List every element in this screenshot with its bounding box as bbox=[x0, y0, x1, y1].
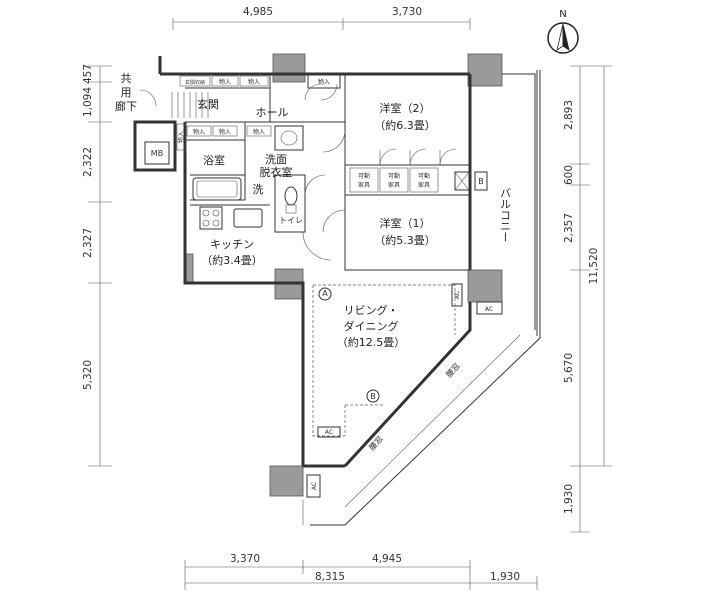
furniture-box-3 bbox=[409, 167, 439, 193]
western-room-1-size: （約5.3畳） bbox=[374, 233, 436, 247]
ac-label-balcony: AC bbox=[485, 306, 493, 313]
marker-a bbox=[318, 287, 332, 301]
marker-b bbox=[366, 389, 380, 403]
living-label-2: ダイニング bbox=[344, 319, 399, 333]
storage-box-mid-2 bbox=[212, 125, 238, 137]
living-label-1: リビング・ bbox=[344, 303, 399, 317]
mb-box bbox=[144, 141, 170, 165]
balcony bbox=[302, 70, 541, 526]
dim-right-5: 1,930 bbox=[563, 484, 575, 514]
furniture-box-2 bbox=[379, 167, 409, 193]
dim-top-1: 4,985 bbox=[243, 6, 273, 18]
corridor-label-2: 用 bbox=[121, 86, 132, 99]
dim-right-3: 2,357 bbox=[563, 213, 575, 243]
dim-left-1: 457 bbox=[82, 64, 94, 84]
living-room-outline bbox=[312, 284, 456, 437]
water-heater-icon bbox=[454, 171, 470, 191]
marker-a-label: A bbox=[322, 289, 328, 298]
storage-label-top-3: 物入 bbox=[248, 78, 260, 86]
dim-left-4: 2,327 bbox=[82, 228, 94, 258]
dim-left-3: 2,322 bbox=[82, 147, 94, 177]
furniture-box-1 bbox=[349, 167, 379, 193]
dim-right-4: 5,670 bbox=[563, 353, 575, 383]
furniture-2-bottom: 家具 bbox=[388, 181, 400, 189]
marker-b-label: B bbox=[370, 392, 376, 401]
storage-label-mid-3: 物入 bbox=[253, 128, 265, 136]
bathtub-icon bbox=[192, 177, 242, 201]
b-label: B bbox=[478, 177, 484, 186]
dim-bottom-1: 3,370 bbox=[230, 553, 260, 565]
ac-label-living-top: AC bbox=[454, 291, 461, 299]
dim-top-2: 3,730 bbox=[392, 6, 422, 18]
entrance-floor-pattern bbox=[171, 92, 209, 118]
north-compass-icon bbox=[547, 22, 579, 54]
dim-bottom-4: 1,930 bbox=[490, 571, 520, 583]
toilet-label: トイレ bbox=[279, 216, 303, 225]
ac-label-lower: AC bbox=[311, 482, 318, 490]
hall-label: ホール bbox=[256, 106, 289, 119]
balcony-label: バルコニー bbox=[499, 188, 512, 243]
storage-box-mid-3 bbox=[246, 125, 272, 137]
entrance-label: 玄関 bbox=[197, 97, 219, 111]
storage-label-side: 物入 bbox=[177, 131, 185, 143]
doors bbox=[139, 83, 457, 261]
furniture-1-bottom: 家具 bbox=[358, 181, 370, 189]
interior-walls bbox=[184, 73, 470, 271]
window-label-2: 腰窓 bbox=[367, 434, 385, 453]
storage-box-side bbox=[176, 123, 187, 151]
kitchen-size: （約3.4畳） bbox=[201, 253, 263, 267]
storage-box-mid-1 bbox=[186, 125, 212, 137]
storage-box-top-1 bbox=[179, 75, 211, 87]
ac-box-living-bottom bbox=[317, 426, 341, 438]
storage-label-top-4: 物入 bbox=[318, 78, 330, 86]
living-size: （約12.5畳） bbox=[337, 335, 406, 349]
furniture-1-top: 可動 bbox=[358, 172, 370, 180]
storage-label-mid-1: 物入 bbox=[193, 128, 205, 136]
corridor-label-1: 共 bbox=[121, 72, 132, 85]
ac-box-balcony bbox=[476, 301, 503, 315]
storage-label-top-2: 物入 bbox=[219, 78, 231, 86]
storage-box-top-2 bbox=[211, 75, 239, 87]
bath-label: 浴室 bbox=[203, 153, 225, 167]
outer-walls bbox=[133, 56, 472, 468]
kitchen-name: キッチン bbox=[210, 238, 254, 251]
toilet-icon bbox=[284, 186, 298, 214]
dimension-lines bbox=[88, 18, 612, 590]
ac-box-lower bbox=[306, 474, 321, 498]
ac-label-living-bottom: AC bbox=[325, 429, 333, 436]
structural-walls bbox=[184, 53, 503, 497]
dim-bottom-2: 4,945 bbox=[372, 553, 402, 565]
window-label-1: 腰窓 bbox=[444, 361, 462, 380]
dim-left-5: 5,320 bbox=[82, 360, 94, 390]
washbasin-icon bbox=[274, 125, 304, 151]
kitchen-sink-icon bbox=[233, 208, 263, 228]
washroom-label-2: 脱衣室 bbox=[260, 165, 293, 179]
wash-label: 洗 bbox=[253, 183, 264, 196]
dim-bottom-3: 8,315 bbox=[315, 571, 345, 583]
corridor-label-3: 廊下 bbox=[115, 99, 137, 113]
western-room-1-name: 洋室（1） bbox=[380, 216, 431, 230]
dim-right-1: 2,893 bbox=[563, 100, 575, 130]
furniture-3-top: 可動 bbox=[418, 172, 430, 180]
storage-box-top-3 bbox=[239, 75, 269, 87]
dim-right-2: 600 bbox=[563, 165, 575, 185]
ac-box-living-top bbox=[451, 283, 463, 307]
compass-label: N bbox=[559, 9, 566, 20]
shoe-storage-label: 玄関収納 bbox=[185, 79, 205, 86]
western-room-2-name: 洋室（2） bbox=[380, 101, 431, 115]
dim-left-2: 1,094 bbox=[82, 87, 94, 117]
b-box bbox=[474, 171, 488, 191]
storage-label-mid-2: 物入 bbox=[219, 128, 231, 136]
stove-icon bbox=[199, 206, 223, 230]
washroom-label-1: 洗面 bbox=[265, 153, 287, 166]
furniture-2-top: 可動 bbox=[388, 172, 400, 180]
mb-label: MB bbox=[151, 149, 163, 158]
western-room-2-size: （約6.3畳） bbox=[374, 118, 436, 132]
furniture-3-bottom: 家具 bbox=[418, 181, 430, 189]
dim-right-total: 11,520 bbox=[588, 248, 600, 285]
